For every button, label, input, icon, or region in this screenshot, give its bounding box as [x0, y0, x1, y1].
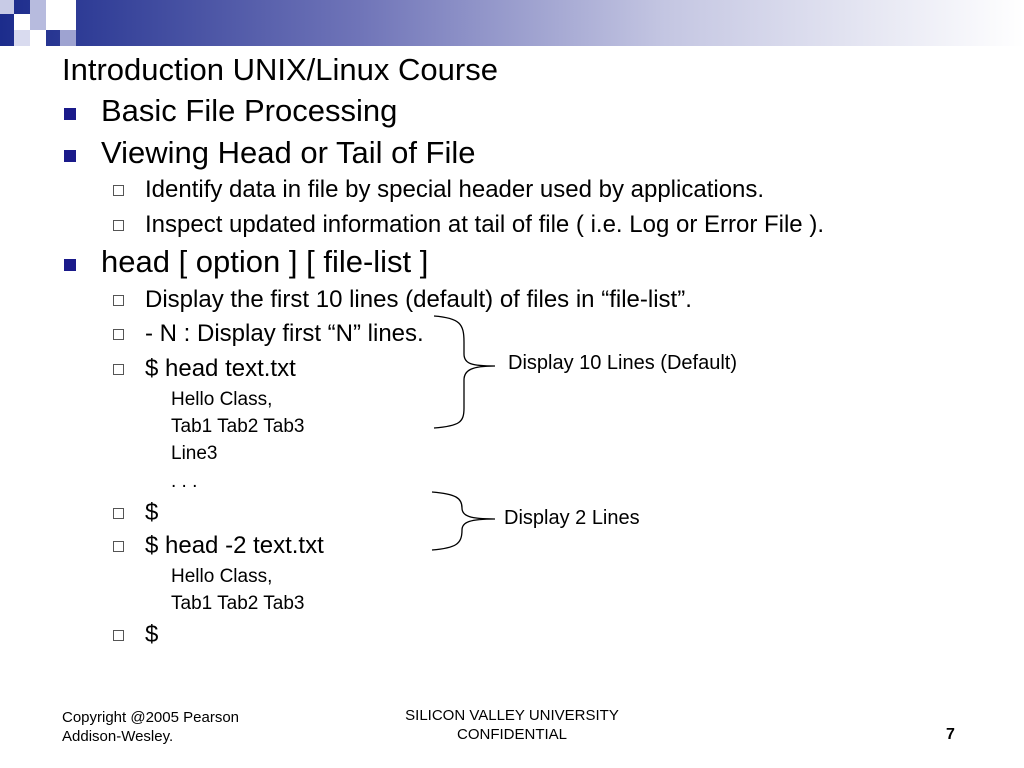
- footer-copyright: Copyright @2005 Pearson Addison-Wesley.: [62, 708, 239, 746]
- hollow-bullet-icon: [113, 185, 124, 196]
- slide-title: Introduction UNIX/Linux Course: [62, 52, 498, 87]
- bullet-display-first-10: Display the first 10 lines (default) of …: [145, 286, 692, 313]
- output-line: Line3: [171, 443, 218, 464]
- bullet-basic-file-processing: Basic File Processing: [101, 93, 398, 128]
- output-line: Hello Class,: [171, 389, 273, 410]
- annotation-two-lines: Display 2 Lines: [504, 507, 640, 529]
- output-line: Tab1 Tab2 Tab3: [171, 593, 305, 614]
- output-line: Hello Class,: [171, 566, 273, 587]
- bullet-inspect-updated: Inspect updated information at tail of f…: [145, 211, 824, 238]
- header-band: [0, 0, 1024, 46]
- decorative-square: [30, 0, 46, 30]
- hollow-bullet-icon: [113, 630, 124, 641]
- hollow-bullet-icon: [113, 220, 124, 231]
- bullet-viewing-head-tail: Viewing Head or Tail of File: [101, 135, 476, 170]
- bullet-n-option: - N : Display first “N” lines.: [145, 320, 424, 347]
- output-line: . . .: [171, 471, 198, 492]
- brace-two-lines: [431, 491, 496, 551]
- decorative-square: [0, 0, 14, 14]
- confidential-line: CONFIDENTIAL: [456, 726, 567, 743]
- brace-ten-lines: [433, 315, 496, 429]
- decorative-square: [14, 30, 30, 46]
- hollow-bullet-icon: [113, 541, 124, 552]
- copyright-line: Addison-Wesley.: [62, 728, 174, 745]
- bullet-prompt: $: [145, 499, 159, 526]
- decorative-square: [14, 14, 30, 30]
- hollow-bullet-icon: [113, 329, 124, 340]
- footer-confidential: SILICON VALLEY UNIVERSITY CONFIDENTIAL: [362, 706, 662, 744]
- hollow-bullet-icon: [113, 295, 124, 306]
- bullet-square-icon: [64, 259, 76, 271]
- hollow-bullet-icon: [113, 364, 124, 375]
- decorative-square: [46, 0, 76, 30]
- bullet-head-command: $ head text.txt: [145, 355, 296, 382]
- bullet-identify-data: Identify data in file by special header …: [145, 176, 765, 203]
- decorative-square: [60, 30, 76, 46]
- bullet-head-2-command: $ head -2 text.txt: [145, 532, 324, 559]
- confidential-line: SILICON VALLEY UNIVERSITY: [405, 707, 619, 724]
- output-line: Tab1 Tab2 Tab3: [171, 416, 305, 437]
- bullet-head-syntax: head [ option ] [ file-list ]: [101, 244, 429, 279]
- decorative-square: [30, 30, 46, 46]
- hollow-bullet-icon: [113, 508, 124, 519]
- page-number: 7: [946, 726, 955, 743]
- copyright-line: Copyright @2005 Pearson: [62, 709, 239, 726]
- annotation-ten-lines: Display 10 Lines (Default): [508, 352, 737, 374]
- bullet-prompt: $: [145, 621, 159, 648]
- bullet-square-icon: [64, 108, 76, 120]
- bullet-square-icon: [64, 150, 76, 162]
